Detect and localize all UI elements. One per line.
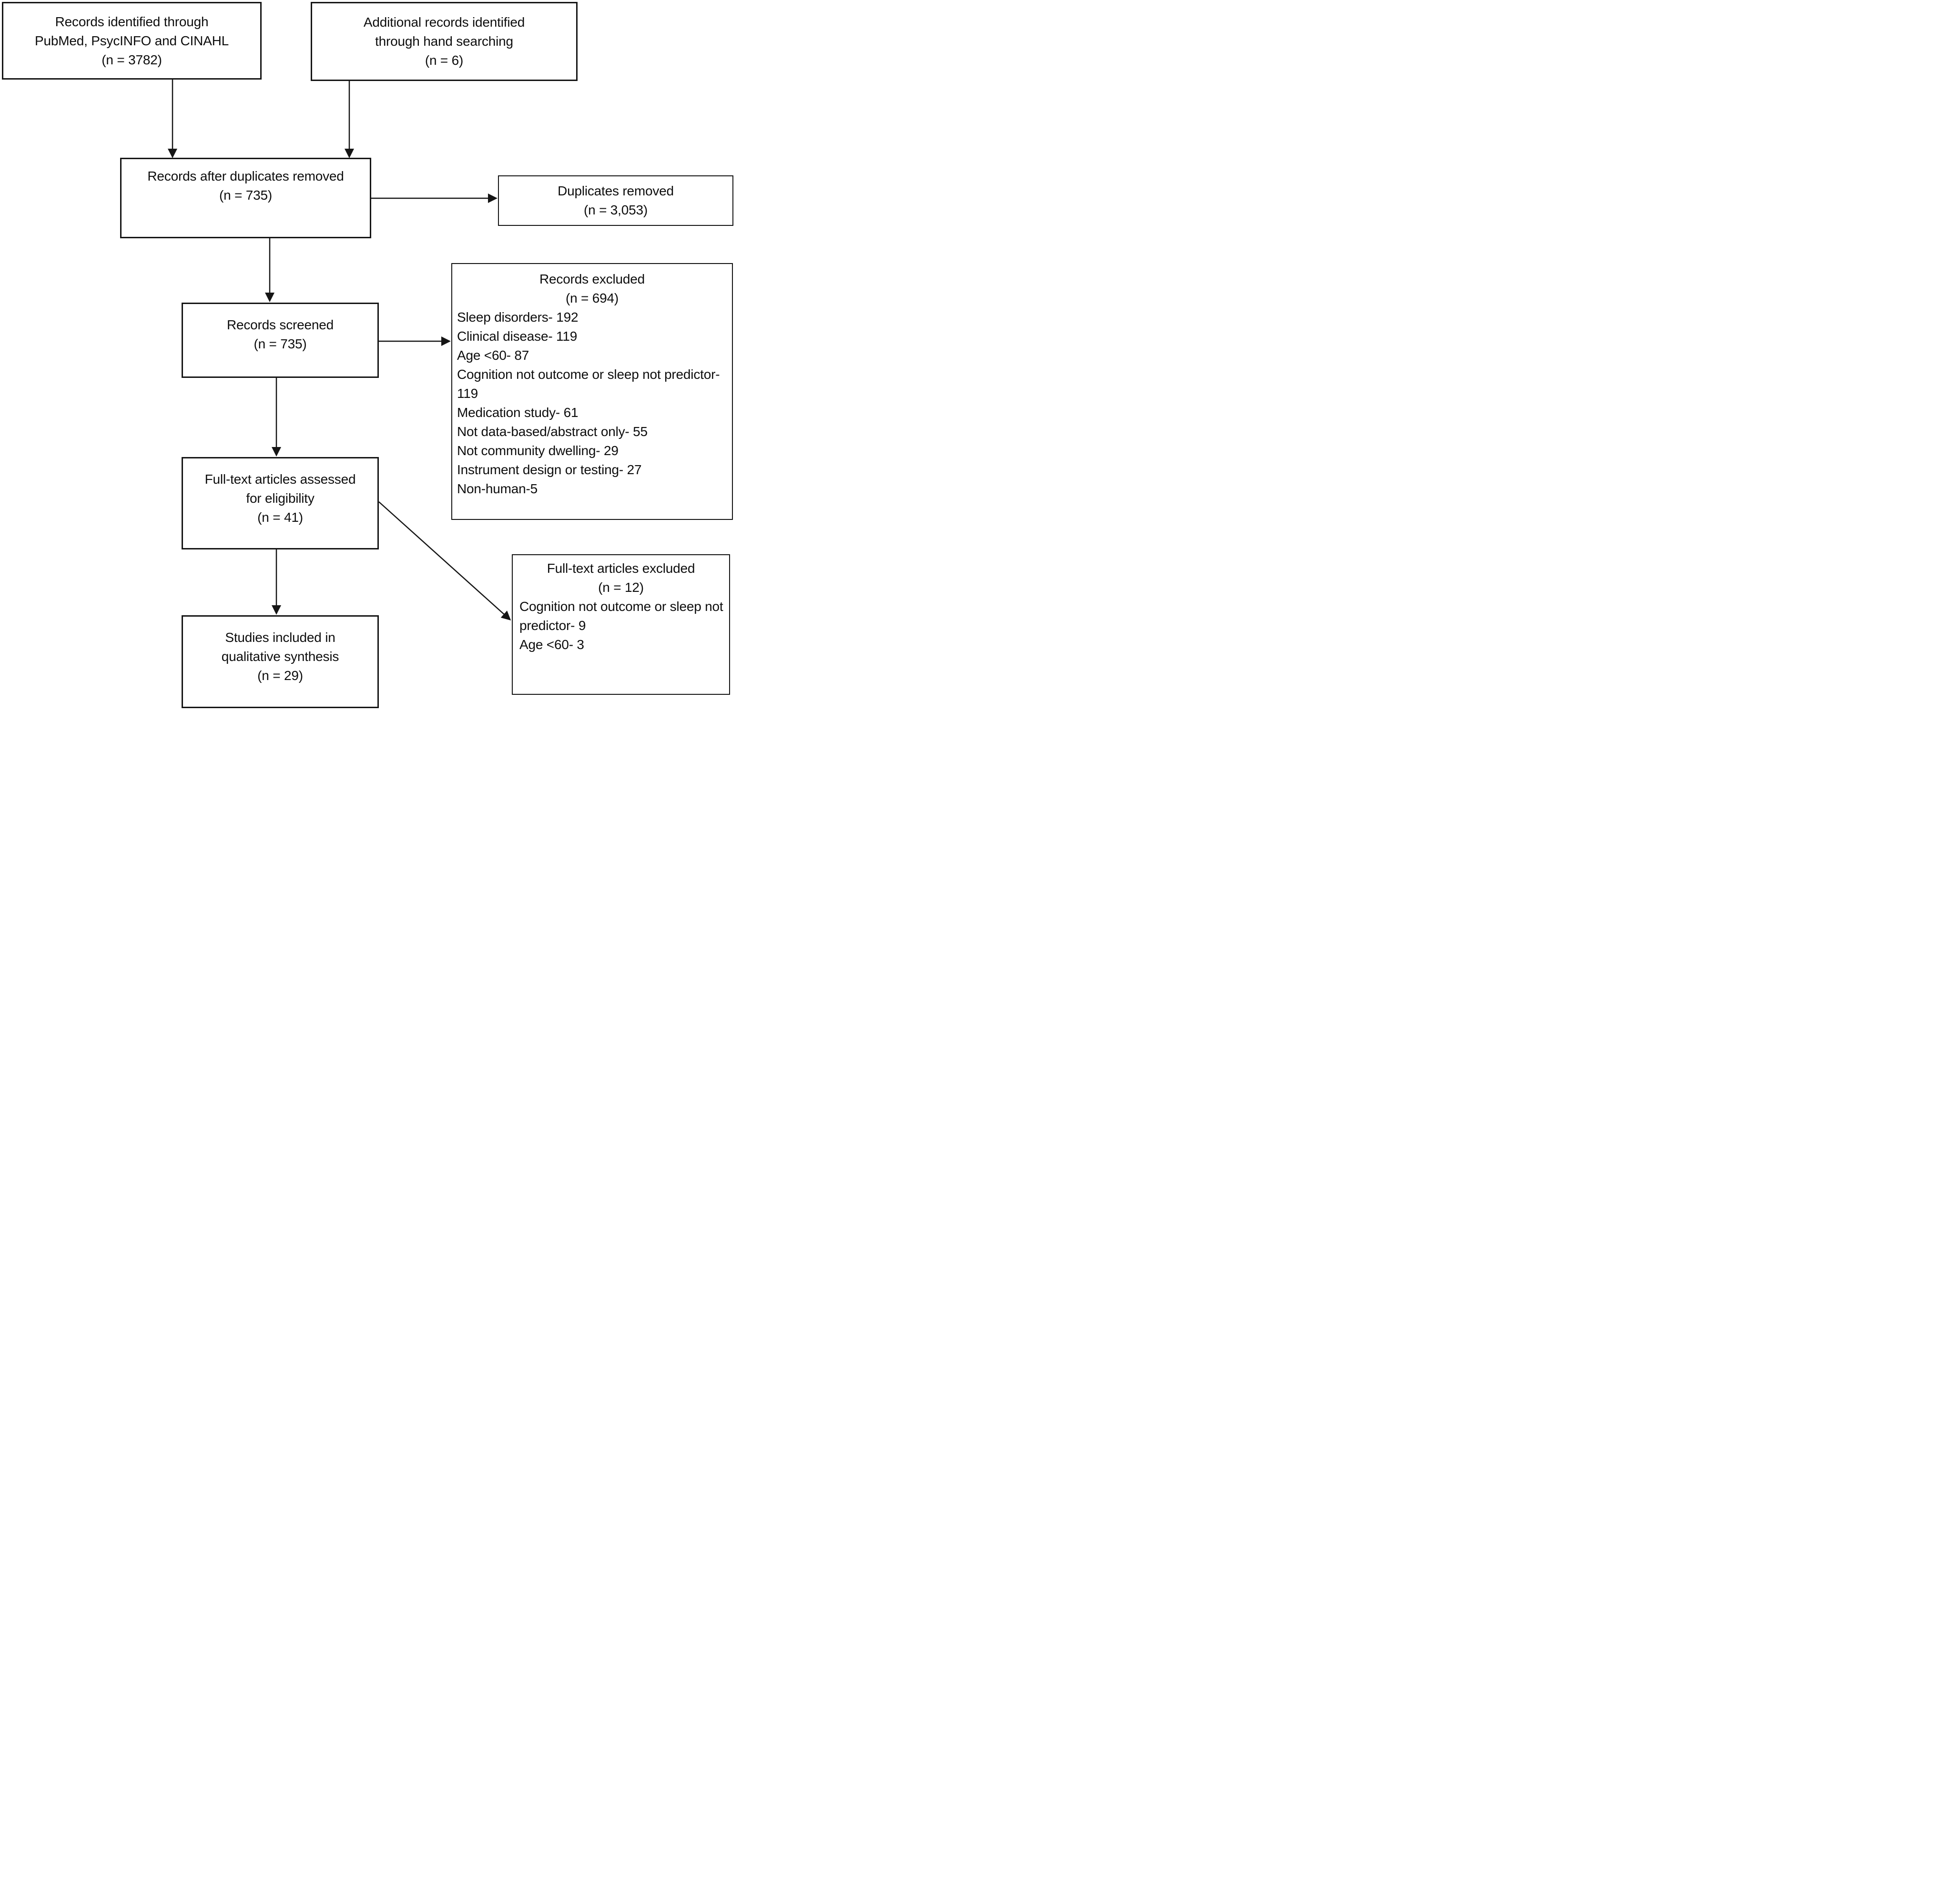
box-text-line: Full-text articles assessed xyxy=(204,472,356,487)
prisma-flow-diagram: Records identified through PubMed, PsycI… xyxy=(0,0,736,710)
exclusion-reason: Cognition not outcome or sleep not predi… xyxy=(457,367,720,401)
exclusion-reason: Instrument design or testing- 27 xyxy=(457,462,642,477)
box-text-line: PubMed, PsycINFO and CINAHL xyxy=(35,33,229,48)
box-records-identified-databases: Records identified through PubMed, PsycI… xyxy=(2,2,262,80)
box-text-line: (n = 3782) xyxy=(102,52,162,67)
box-text-line: through hand searching xyxy=(375,34,513,49)
box-text-line: (n = 735) xyxy=(254,336,307,351)
exclusion-reason: Age <60- 87 xyxy=(457,348,529,363)
box-records-identified-handsearch: Additional records identified through ha… xyxy=(311,2,578,81)
box-text-line: Studies included in xyxy=(225,630,335,645)
exclusion-reason: Medication study- 61 xyxy=(457,405,579,420)
box-header-line: Full-text articles excluded xyxy=(547,561,695,576)
box-text-line: qualitative synthesis xyxy=(221,649,339,664)
box-text-line: (n = 735) xyxy=(219,188,273,203)
box-records-excluded: Records excluded (n = 694) Sleep disorde… xyxy=(451,263,733,520)
box-text-line: (n = 29) xyxy=(257,668,303,683)
exclusion-reason: Non-human-5 xyxy=(457,481,538,496)
box-header-line: (n = 12) xyxy=(598,580,644,595)
exclusion-reason: Age <60- 3 xyxy=(519,637,584,652)
box-text-line: Records after duplicates removed xyxy=(147,169,344,183)
box-text-line: (n = 41) xyxy=(257,510,303,525)
box-text-line: Records screened xyxy=(226,317,334,332)
box-fulltext-excluded: Full-text articles excluded (n = 12) Cog… xyxy=(512,554,730,695)
box-header-line: (n = 694) xyxy=(565,291,619,305)
box-text-line: (n = 3,053) xyxy=(584,203,648,217)
box-header-line: Records excluded xyxy=(539,272,645,286)
box-text-line: Records identified through xyxy=(55,14,209,29)
exclusion-reason: Cognition not outcome or sleep not predi… xyxy=(519,599,723,633)
box-records-after-duplicates: Records after duplicates removed (n = 73… xyxy=(120,158,371,238)
exclusion-reason: Sleep disorders- 192 xyxy=(457,310,579,325)
box-duplicates-removed: Duplicates removed (n = 3,053) xyxy=(498,175,733,226)
box-text-line: for eligibility xyxy=(246,491,315,506)
exclusion-reason: Not community dwelling- 29 xyxy=(457,443,619,458)
box-text-line: Duplicates removed xyxy=(558,183,674,198)
box-studies-included: Studies included in qualitative synthesi… xyxy=(182,615,379,708)
box-text-line: (n = 6) xyxy=(425,53,464,68)
box-records-screened: Records screened (n = 735) xyxy=(182,303,379,378)
box-fulltext-assessed: Full-text articles assessed for eligibil… xyxy=(182,457,379,549)
exclusion-reason: Not data-based/abstract only- 55 xyxy=(457,424,648,439)
box-text-line: Additional records identified xyxy=(363,15,525,30)
exclusion-reason: Clinical disease- 119 xyxy=(457,329,578,344)
